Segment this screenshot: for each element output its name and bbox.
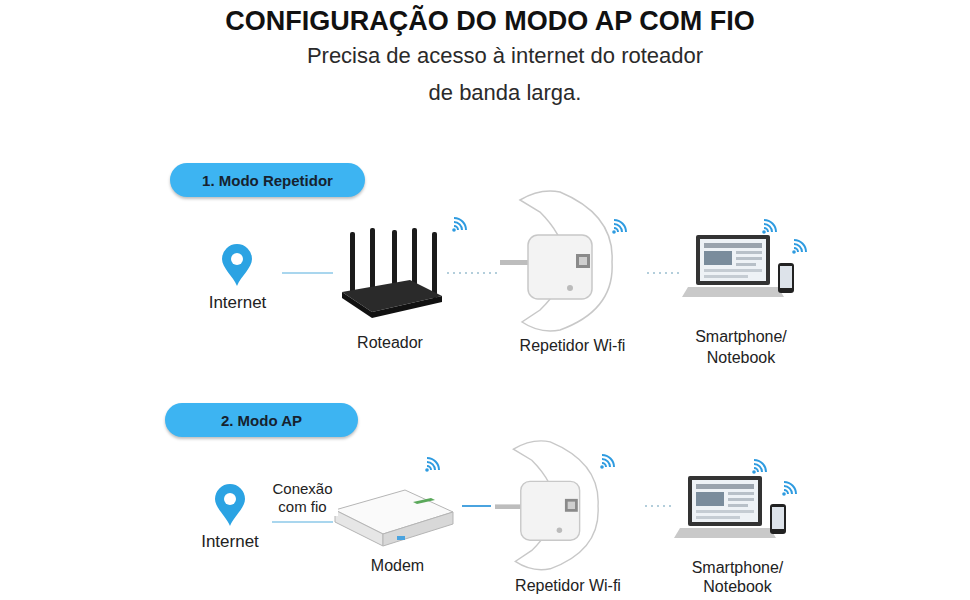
edge-label: Conexão com fio (268, 480, 338, 516)
router-node: Roteador (333, 225, 447, 353)
connector (272, 521, 333, 523)
repeater-node: Repetidor Wi-fi (498, 186, 647, 356)
repeater-node: Repetidor Wi-fi (491, 436, 645, 595)
mode-pill: 2. Modo AP (165, 403, 358, 437)
wifi-symbol (762, 220, 776, 234)
repeater-illustration (495, 441, 598, 570)
wifi-symbol (425, 458, 439, 472)
connector (462, 505, 491, 507)
connector (645, 505, 675, 507)
device-label: Smartphone/ Notebook (686, 326, 796, 368)
device-label: Internet (193, 293, 282, 313)
modem-node: Modem (333, 488, 462, 576)
device-label: Modem (333, 556, 462, 576)
device-label: Smartphone/ Notebook (683, 558, 793, 596)
wifi-symbol (452, 218, 466, 232)
diagram-title: CONFIGURAÇÃO DO MODO AP COM FIO (0, 4, 970, 38)
note-label: Precisa de acesso à internet do roteador… (299, 37, 711, 111)
wifi-symbol (792, 240, 806, 254)
mode-title: 1. Modo Repetidor (202, 172, 333, 189)
device-label: Internet (188, 532, 272, 552)
laptop-illustration (674, 476, 786, 538)
client-node: Smartphone/ Notebook (680, 230, 802, 368)
device-label: Roteador (333, 333, 447, 353)
location-pin (222, 244, 252, 286)
connector (282, 272, 333, 274)
internet-node: Internet (193, 238, 282, 313)
wifi-symbol (782, 482, 796, 496)
device-label: Repetidor Wi-fi (491, 577, 645, 595)
client-node: Smartphone/ Notebook (675, 470, 800, 596)
device-label: Repetidor Wi-fi (498, 336, 647, 356)
connector (647, 272, 680, 274)
repeater-illustration (500, 191, 612, 331)
connector (447, 272, 498, 274)
wifi-symbol (752, 460, 766, 474)
mode-pill: 1. Modo Repetidor (170, 163, 365, 197)
laptop-illustration (682, 235, 794, 297)
location-pin (215, 484, 245, 526)
wifi-symbol (600, 455, 614, 469)
mode-title: 2. Modo AP (221, 412, 302, 429)
router-illustration (342, 228, 442, 318)
modem-illustration (335, 490, 453, 546)
wifi-symbol (612, 220, 626, 234)
internet-node: Internet (188, 480, 272, 552)
